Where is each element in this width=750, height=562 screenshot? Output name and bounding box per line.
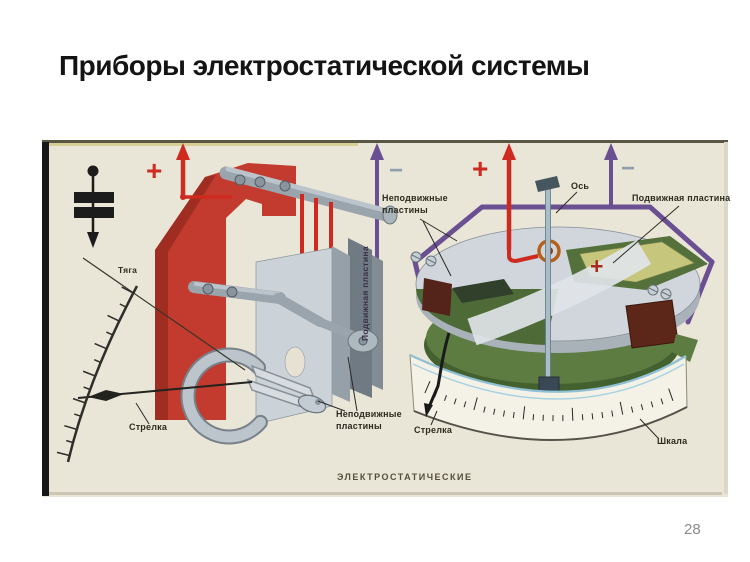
- label-shkala: Шкала: [657, 436, 688, 446]
- label-nepodvizhnye-left: Неподвижные пластины: [336, 409, 402, 432]
- tyaga-link-rod: [82, 257, 246, 371]
- label-tyaga: Тяга: [118, 265, 138, 275]
- page-title: Приборы электростатической системы: [59, 50, 590, 81]
- minus-sign-right: −: [621, 155, 636, 182]
- label-nepodvizhnye-right: Неподвижные пластины: [382, 193, 448, 216]
- rim-screws: [410, 251, 672, 300]
- label-line: Неподвижные: [382, 193, 448, 203]
- right-scale: [409, 354, 688, 441]
- needle-pointer: [77, 381, 253, 401]
- leader-lines: [135, 191, 680, 439]
- support-block-left: [422, 278, 452, 316]
- left-scale: [56, 285, 139, 463]
- label-line: пластины: [382, 204, 428, 215]
- scan-left-binding-bar: [42, 142, 49, 496]
- support-block-right: [625, 299, 679, 349]
- label-os: Ось: [571, 181, 590, 191]
- middle-rod: [188, 281, 379, 353]
- left-device: [56, 143, 398, 463]
- figure-caption: ЭЛЕКТРОСТАТИЧЕСКИЕ: [337, 472, 473, 482]
- label-podvizhnaya-vertical: Подвижная пластина: [360, 246, 370, 341]
- plus-sign-right: +: [472, 153, 489, 184]
- plus-sign-left: +: [146, 155, 163, 186]
- label-line: Неподвижные: [336, 409, 402, 419]
- label-line: пластины: [336, 420, 382, 431]
- page-number: 28: [684, 521, 701, 538]
- plus-sign-on-plate: +: [590, 253, 604, 279]
- top-rod: [219, 166, 398, 225]
- label-strelka-right: Стрелка: [414, 425, 453, 435]
- sector-mechanism: [180, 347, 327, 445]
- right-purple-arrow: [604, 143, 618, 208]
- label-podvizhnaya-right: Подвижная пластина: [632, 193, 731, 203]
- right-device: [409, 143, 715, 441]
- electrostatic-system-symbol-icon: [74, 165, 114, 248]
- right-pointer: [424, 332, 451, 417]
- right-red-arrow: [502, 143, 516, 250]
- label-strelka-left: Стрелка: [129, 422, 168, 432]
- minus-sign-center: −: [389, 157, 404, 184]
- plate-hole: [284, 346, 306, 378]
- s-shaped-movable-plate: [467, 239, 652, 346]
